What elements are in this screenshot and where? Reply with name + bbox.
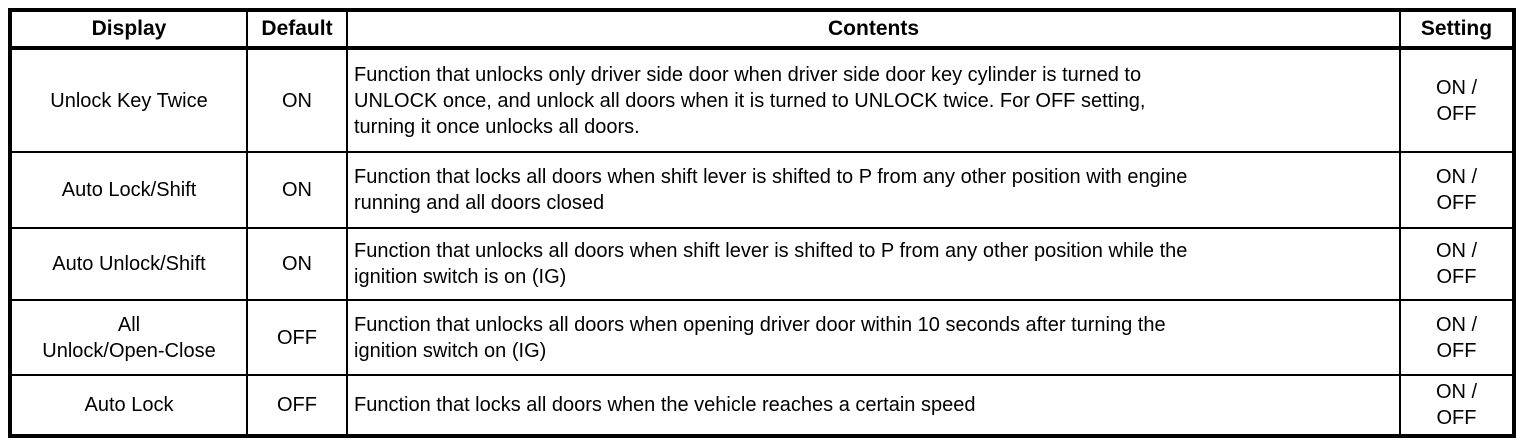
column-header-setting: Setting xyxy=(1399,9,1515,50)
default-cell: ON xyxy=(246,47,348,153)
display-cell: Unlock Key Twice xyxy=(9,47,248,153)
contents-cell: Function that locks all doors when shift… xyxy=(346,151,1401,229)
display-cell: All Unlock/Open-Close xyxy=(9,299,248,376)
default-cell: ON xyxy=(246,227,348,301)
table-row: All Unlock/Open-Close OFF Function that … xyxy=(9,299,1515,376)
column-header-default: Default xyxy=(246,9,348,50)
setting-cell: ON / OFF xyxy=(1399,47,1515,153)
contents-cell: Function that unlocks all doors when ope… xyxy=(346,299,1401,376)
settings-table-container: Display Default Contents Setting Unlock … xyxy=(8,8,1516,438)
display-cell: Auto Lock/Shift xyxy=(9,151,248,229)
contents-cell: Function that unlocks only driver side d… xyxy=(346,47,1401,153)
setting-cell: ON / OFF xyxy=(1399,299,1515,376)
table-row: Auto Lock OFF Function that locks all do… xyxy=(9,374,1515,437)
column-header-display: Display xyxy=(9,9,248,50)
setting-cell: ON / OFF xyxy=(1399,151,1515,229)
table-row: Unlock Key Twice ON Function that unlock… xyxy=(9,47,1515,153)
door-lock-settings-table: Display Default Contents Setting Unlock … xyxy=(8,8,1516,438)
table-row: Auto Unlock/Shift ON Function that unloc… xyxy=(9,227,1515,301)
default-cell: OFF xyxy=(246,299,348,376)
setting-cell: ON / OFF xyxy=(1399,374,1515,437)
table-row: Auto Lock/Shift ON Function that locks a… xyxy=(9,151,1515,229)
default-cell: ON xyxy=(246,151,348,229)
contents-cell: Function that unlocks all doors when shi… xyxy=(346,227,1401,301)
default-cell: OFF xyxy=(246,374,348,437)
column-header-contents: Contents xyxy=(346,9,1401,50)
contents-cell: Function that locks all doors when the v… xyxy=(346,374,1401,437)
setting-cell: ON / OFF xyxy=(1399,227,1515,301)
display-cell: Auto Lock xyxy=(9,374,248,437)
display-cell: Auto Unlock/Shift xyxy=(9,227,248,301)
table-header-row: Display Default Contents Setting xyxy=(9,9,1515,50)
